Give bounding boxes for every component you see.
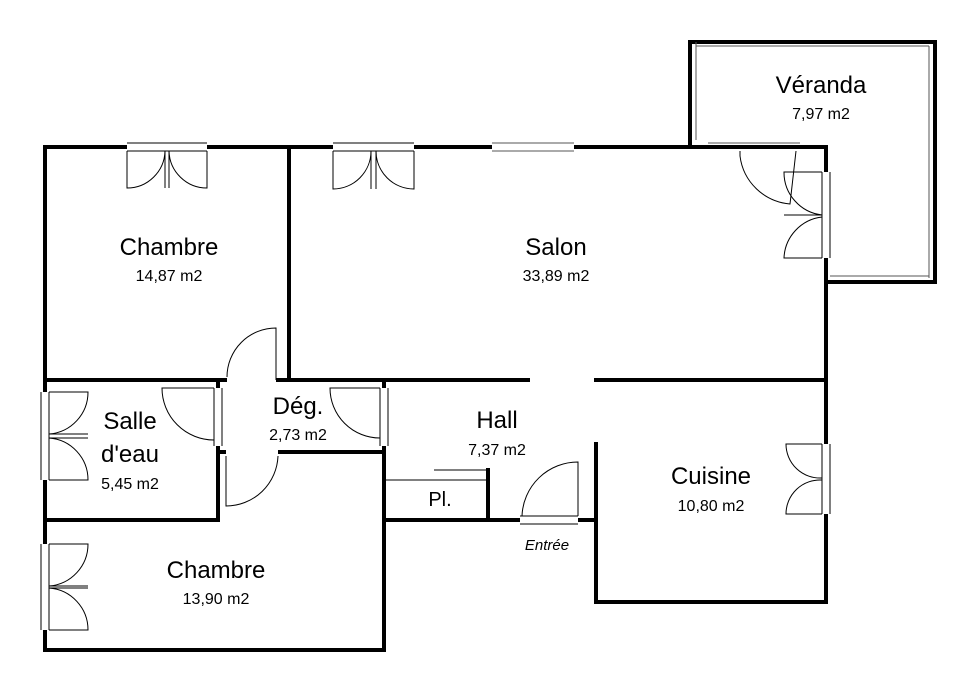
chambre1-door bbox=[226, 327, 277, 380]
veranda-door-leaves bbox=[783, 171, 823, 259]
salle-door bbox=[161, 387, 223, 446]
salon-bay-window bbox=[492, 142, 800, 152]
salle-name-line1: Salle bbox=[103, 408, 156, 435]
veranda-name: Véranda bbox=[776, 72, 867, 99]
cuisine-window-leaves bbox=[785, 443, 823, 515]
hall-name: Hall bbox=[476, 407, 517, 434]
salle-name-line2: d'eau bbox=[101, 441, 159, 468]
entry-door-threshold bbox=[520, 515, 578, 525]
salle-area: 5,45 m2 bbox=[101, 476, 159, 493]
cuisine-area: 10,80 m2 bbox=[678, 498, 745, 515]
openings bbox=[41, 143, 830, 630]
chambre2-window-frame bbox=[40, 544, 50, 630]
salon-corner-door bbox=[739, 150, 797, 205]
chambre2-area: 13,90 m2 bbox=[183, 591, 250, 608]
entrance-label: Entrée bbox=[525, 537, 569, 554]
chambre1-name: Chambre bbox=[120, 234, 219, 261]
chambre1-area: 14,87 m2 bbox=[136, 268, 203, 285]
outer-wall-kitchen bbox=[594, 145, 828, 604]
fixtures bbox=[40, 42, 930, 631]
hall-area: 7,37 m2 bbox=[468, 442, 526, 459]
veranda-area: 7,97 m2 bbox=[792, 106, 850, 123]
deg-area: 2,73 m2 bbox=[269, 427, 327, 444]
entry-door bbox=[521, 461, 579, 517]
chambre2-window-leaves bbox=[48, 543, 89, 631]
veranda-wall bbox=[688, 40, 937, 284]
cuisine-window-frame bbox=[821, 444, 831, 514]
veranda-glazing bbox=[695, 42, 930, 278]
salon-area: 33,89 m2 bbox=[523, 268, 590, 285]
salon-window-leaves bbox=[332, 150, 415, 190]
labels: Véranda 7,97 m2 Chambre 14,87 m2 Salon 3… bbox=[101, 72, 867, 608]
chambre2-door bbox=[225, 455, 279, 507]
deg-name: Dég. bbox=[273, 393, 324, 420]
salle-window-frame bbox=[40, 392, 50, 480]
chambre2-name: Chambre bbox=[167, 557, 266, 584]
outer-wall-bottom-left bbox=[43, 518, 386, 652]
cuisine-name: Cuisine bbox=[671, 463, 751, 490]
chambre1-window-leaves bbox=[126, 150, 208, 189]
chambre1-window-frame bbox=[127, 142, 207, 152]
salon-window-frame bbox=[333, 142, 414, 152]
salon-name: Salon bbox=[525, 234, 586, 261]
deg-door bbox=[329, 387, 389, 446]
closet-label: Pl. bbox=[428, 489, 451, 511]
salle-window-leaves bbox=[48, 391, 89, 481]
